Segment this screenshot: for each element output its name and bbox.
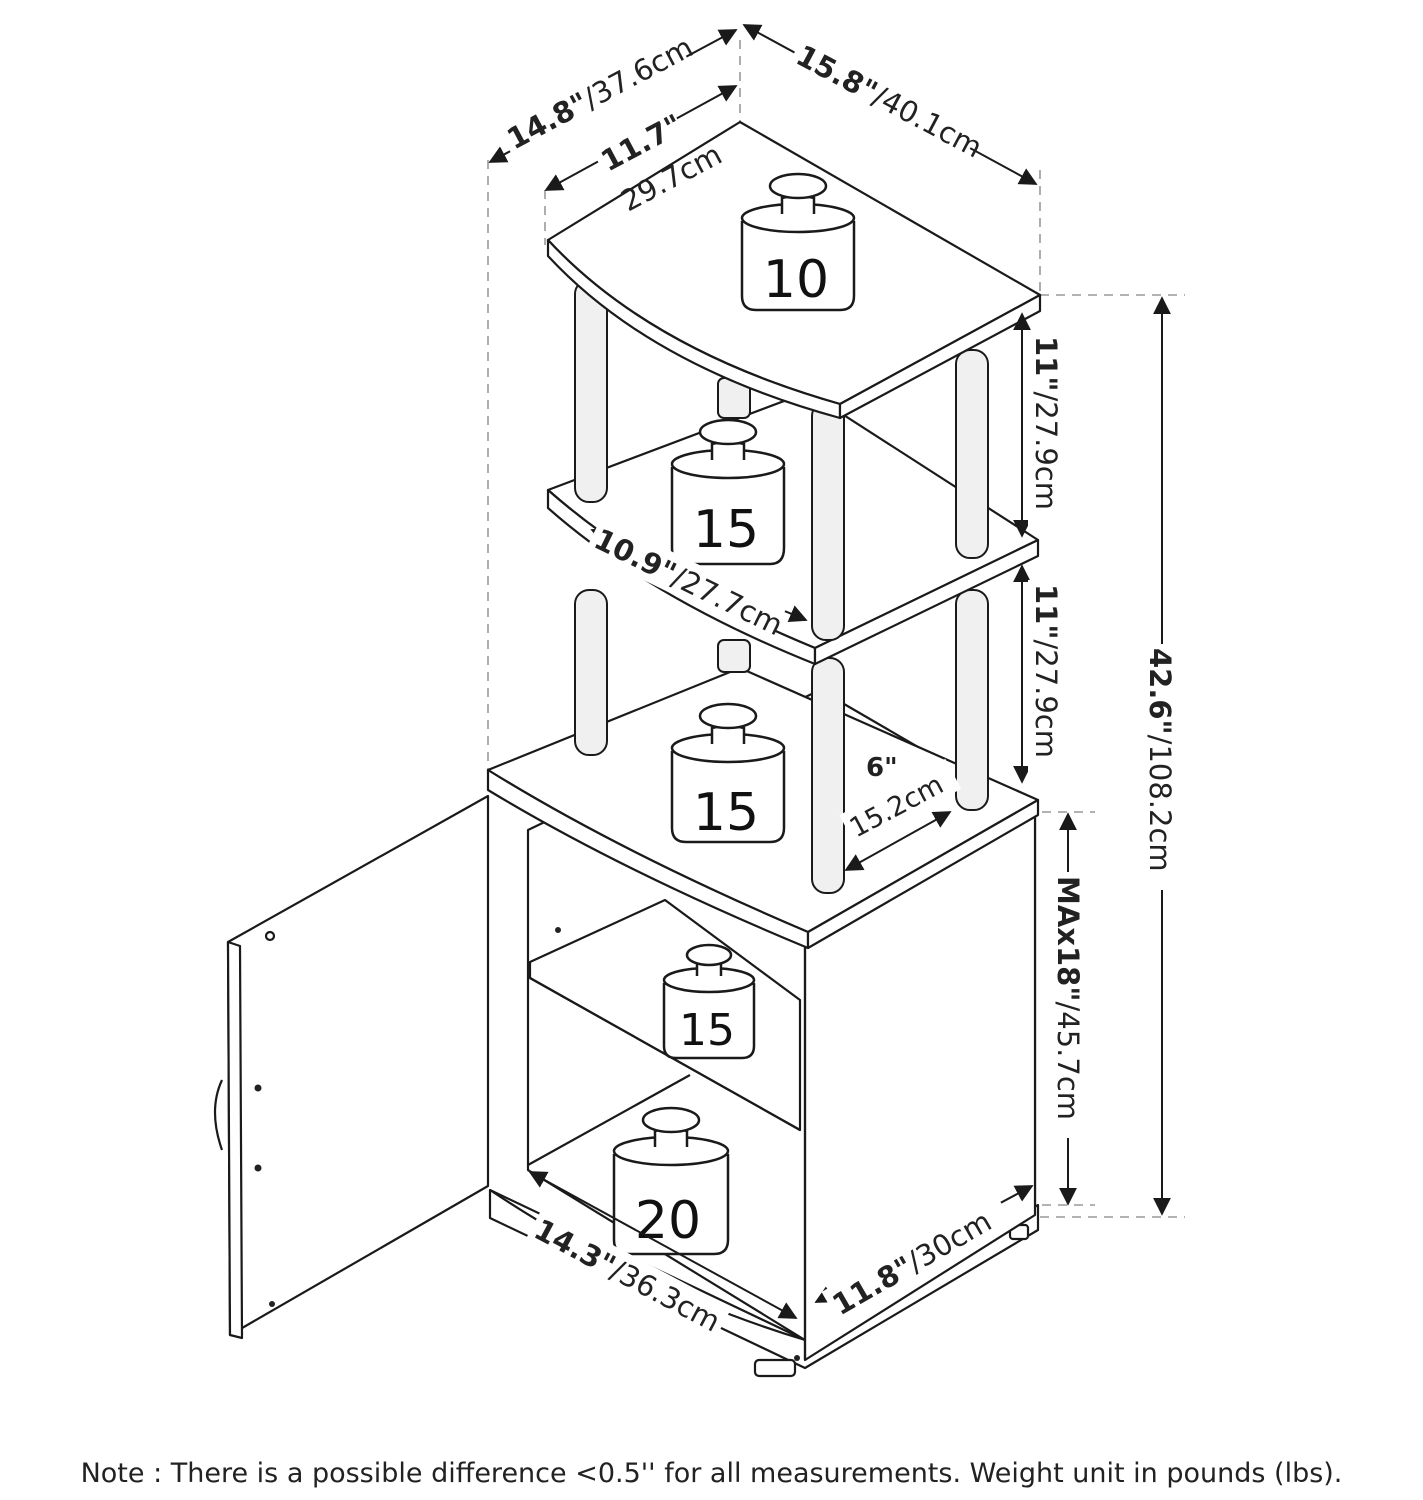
- dim-cabinet-height-metric: /45.7cm: [1051, 1001, 1085, 1120]
- dim-shelf-gap-upper-metric: /27.9cm: [1029, 391, 1063, 510]
- weight-cabinet-shelf: 15: [662, 943, 756, 1060]
- dim-overall-depth-imperial: 14.8": [501, 85, 593, 156]
- diagram-canvas: 10 15 15 15 20: [213, 24, 1185, 1378]
- dim-shelf-gap-lower-metric: /27.9cm: [1029, 639, 1063, 758]
- dim-overall-width-imperial: 15.8": [791, 38, 883, 109]
- measurement-note: Note : There is a possible difference <0…: [80, 1458, 1343, 1489]
- weight-top-shelf: 10: [740, 172, 856, 312]
- extension-lines: [487, 40, 1185, 1218]
- dim-total-height-imperial: 42.6": [1143, 648, 1177, 735]
- dim-cabinet-width-imperial: 14.3": [529, 1212, 621, 1283]
- weight-label-cabinet-bottom: 20: [635, 1191, 701, 1251]
- dim-cabinet-inner-depth-imperial: 6": [866, 753, 898, 783]
- lower-poles: [574, 589, 989, 894]
- dim-cabinet-height-imperial: MAx18": [1051, 876, 1085, 1001]
- dim-shelf-gap-lower-imperial: 11": [1029, 584, 1063, 639]
- weight-label-cabinet-shelf: 15: [679, 1005, 735, 1056]
- svg-text:15.8"/40.1cm: 15.8"/40.1cm: [791, 38, 988, 164]
- dim-cabinet-height: MAx18"/45.7cm: [1050, 872, 1088, 1138]
- upper-poles: [574, 279, 989, 641]
- dim-total-height-metric: /108.2cm: [1143, 735, 1177, 872]
- weight-label-middle: 15: [693, 500, 759, 560]
- dim-overall-width: 15.8"/40.1cm: [786, 33, 988, 165]
- dim-shelf-gap-lower: 11"/27.9cm: [1028, 580, 1066, 774]
- weight-label-top: 10: [763, 250, 829, 310]
- svg-text:11"/27.9cm: 11"/27.9cm: [1029, 336, 1063, 510]
- weight-label-cabinet-top: 15: [693, 783, 759, 843]
- dim-shelf-gap-upper-imperial: 11": [1029, 336, 1063, 391]
- weight-cabinet-top: 15: [670, 702, 786, 844]
- dim-shelf-gap-upper: 11"/27.9cm: [1028, 332, 1066, 526]
- cabinet-door: [226, 794, 490, 1337]
- svg-text:MAx18"/45.7cm: MAx18"/45.7cm: [1051, 876, 1085, 1120]
- dim-total-height: 42.6"/108.2cm: [1140, 644, 1184, 890]
- svg-text:11"/27.9cm: 11"/27.9cm: [1029, 584, 1063, 758]
- svg-text:42.6"/108.2cm: 42.6"/108.2cm: [1143, 648, 1177, 872]
